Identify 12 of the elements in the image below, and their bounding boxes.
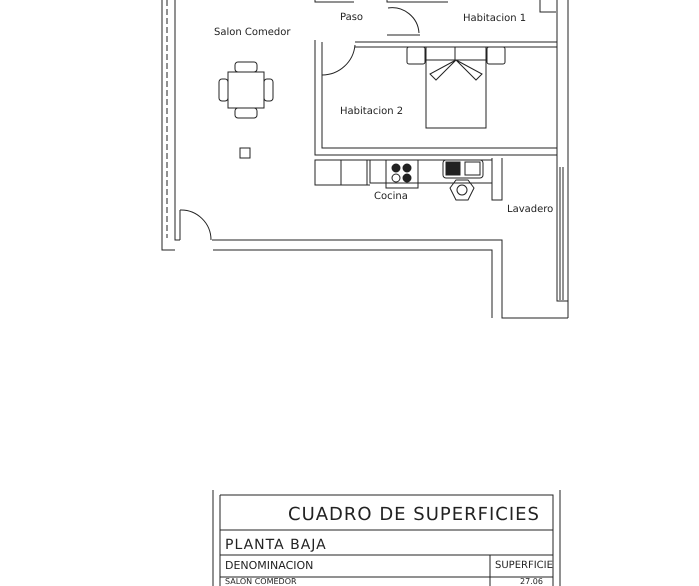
column-header: SUPERFICIE (495, 561, 553, 571)
room-label: Habitacion 2 (340, 107, 404, 117)
room-label: Cocina (374, 192, 408, 202)
room-label: Lavadero (507, 205, 554, 215)
room-label: Paso (340, 13, 364, 23)
table-cell: 27.06 (520, 578, 543, 586)
table-cell: SALON COMEDOR (225, 578, 297, 586)
table-heading: PLANTA BAJA (225, 538, 327, 552)
column-header: DENOMINACION (225, 560, 314, 571)
room-label: Salon Comedor (214, 28, 290, 38)
table-title: CUADRO DE SUPERFICIES (288, 506, 540, 524)
room-label: Habitacion 1 (463, 14, 526, 24)
